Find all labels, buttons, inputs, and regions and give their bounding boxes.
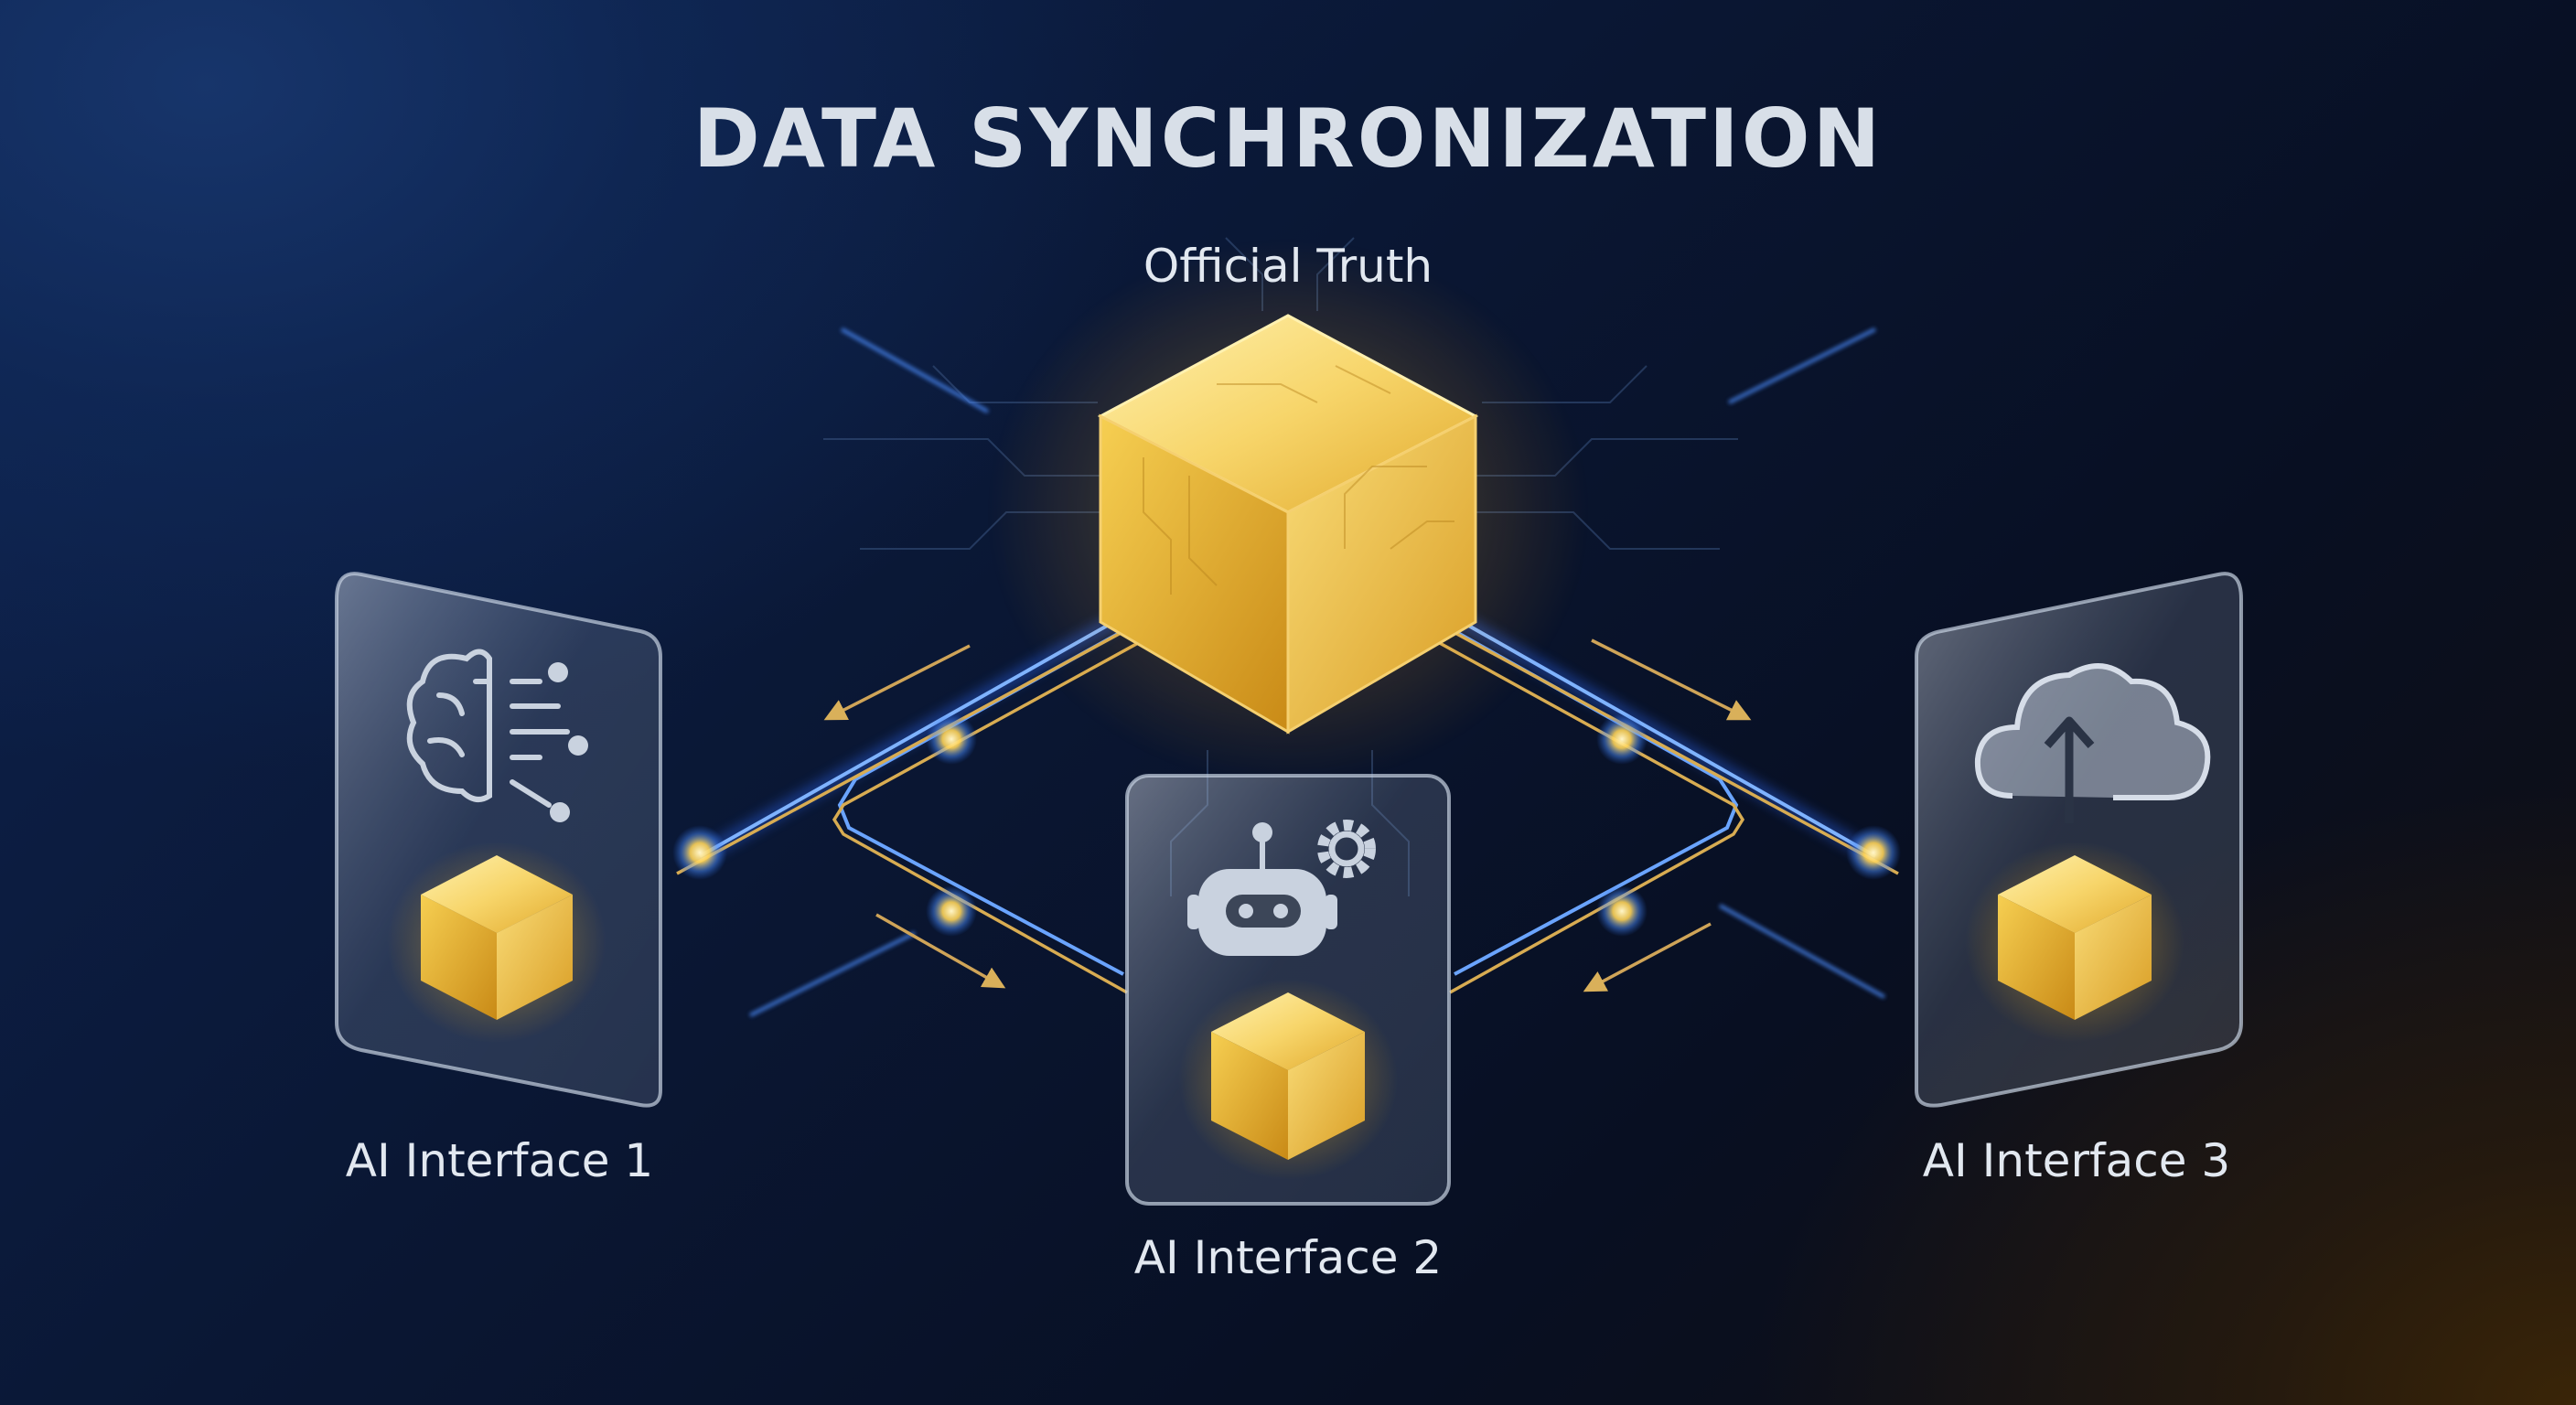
link-node [1846, 825, 1901, 880]
link-node [1596, 713, 1648, 765]
link-node [1596, 885, 1648, 937]
ai-interface-2-panel [1125, 774, 1451, 1206]
arrow-ai3-to-ai2 [1583, 922, 1712, 992]
link-node [926, 885, 977, 937]
arrow-to-ai1 [823, 644, 971, 721]
link-node [672, 825, 727, 880]
gear-icon [1317, 820, 1376, 878]
robot-gear-icon [1187, 820, 1376, 956]
flow-arrows [823, 638, 1752, 992]
link-node [926, 713, 977, 765]
arrow-ai1-to-ai2 [875, 913, 1006, 989]
ai-interface-1-label: AI Interface 1 [345, 1134, 654, 1187]
ai-interface-3-label: AI Interface 3 [1922, 1134, 2231, 1187]
brain-circuit-icon [406, 649, 588, 822]
ai-interface-2-label: AI Interface 2 [1133, 1231, 1443, 1284]
cube-circuit-pattern [1143, 365, 1454, 595]
light-streaks [749, 327, 1885, 1017]
gold-cube-icon [387, 842, 606, 1043]
page-title: DATA SYNCHRONIZATION [692, 91, 1884, 186]
cloud-upload-icon [1974, 663, 2211, 823]
gold-cube-icon [1965, 842, 2184, 1043]
arrow-to-ai3 [1591, 638, 1752, 721]
official-truth-cube [986, 238, 1590, 787]
official-truth-label: Official Truth [1143, 240, 1433, 293]
gold-cube-icon [1178, 979, 1398, 1180]
ai-interface-3-panel [1915, 572, 2243, 1108]
ai-interface-1-panel [335, 572, 662, 1108]
